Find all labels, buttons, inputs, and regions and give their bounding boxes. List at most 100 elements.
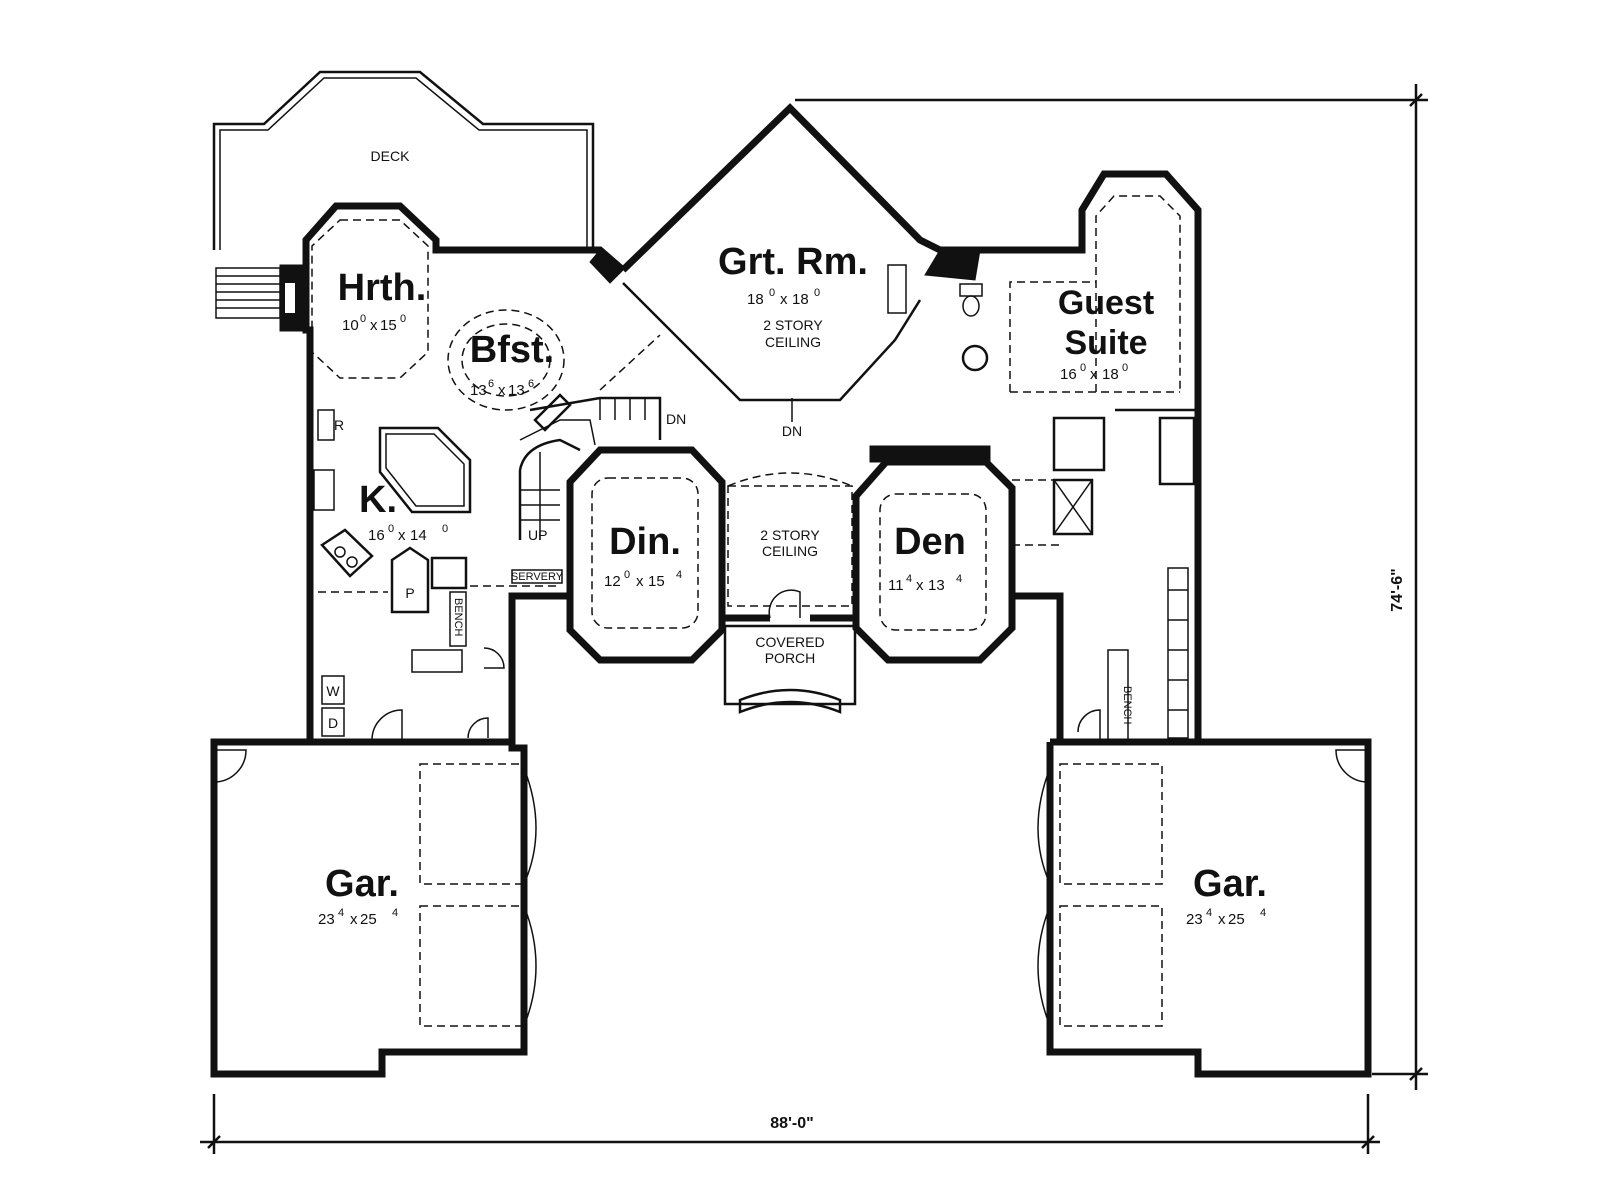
guest-suite: Guest Suite 16 0 x 18 0	[959, 195, 1181, 393]
refrigerator-label: R	[334, 417, 344, 433]
great-room-note-1: 2 STORY	[763, 317, 823, 333]
great-room-note-2: CEILING	[765, 334, 821, 350]
great-room: Grt. Rm. 18 0 x 18 0 2 STORY CEILING DN	[599, 241, 922, 439]
foyer: 2 STORY CEILING	[727, 472, 853, 619]
dining-dimensions: 12 0 x 15 4	[604, 569, 682, 590]
svg-text:23: 23	[1186, 911, 1203, 928]
kitchen-dimensions: 16 0 x 14 0	[368, 523, 448, 544]
den-dimensions: 11 4 x 13 4	[888, 573, 962, 594]
svg-text:12: 12	[604, 573, 621, 590]
svg-text:13: 13	[470, 382, 487, 399]
great-room-dimensions: 18 0 x 18 0	[747, 287, 820, 308]
den: Den 11 4 x 13 4	[852, 445, 1016, 664]
cooktop-icon	[320, 528, 374, 578]
breakfast-name: Bfst.	[470, 329, 554, 371]
svg-text:10: 10	[342, 317, 359, 334]
great-room-name: Grt. Rm.	[718, 241, 868, 283]
svg-text:x: x	[498, 382, 506, 399]
dryer-label: D	[328, 715, 338, 731]
garage-right: Gar. 23 4 x 25 4	[1037, 709, 1372, 1078]
dining-room: Din. 12 0 x 15 4	[566, 446, 726, 664]
overall-width-label: 88'-0"	[770, 1115, 813, 1132]
svg-text:0: 0	[769, 287, 775, 299]
hearth-name: Hrth.	[338, 267, 427, 309]
deck-label: DECK	[371, 148, 411, 164]
svg-text:0: 0	[624, 569, 630, 581]
svg-text:25: 25	[360, 911, 377, 928]
svg-text:4: 4	[1260, 907, 1266, 919]
svg-text:23: 23	[318, 911, 335, 928]
svg-text:11: 11	[888, 577, 904, 594]
stair-up-label: UP	[528, 527, 547, 543]
svg-text:x: x	[1090, 366, 1098, 383]
stair-down-label: DN	[666, 411, 686, 427]
svg-text:4: 4	[338, 907, 344, 919]
deck-stairs	[215, 267, 281, 319]
garage-right-name: Gar.	[1193, 863, 1267, 905]
svg-text:6: 6	[488, 378, 494, 390]
svg-text:0: 0	[1080, 362, 1086, 374]
deck: DECK	[212, 70, 595, 319]
svg-text:0: 0	[360, 313, 366, 325]
svg-text:16: 16	[368, 527, 385, 544]
pantry: P	[390, 546, 430, 614]
svg-text:14: 14	[410, 527, 427, 544]
garage-left: Gar. 23 4 x 25 4	[210, 738, 537, 1078]
great-room-down-label: DN	[782, 423, 802, 439]
bench-left-label: BENCH	[452, 598, 464, 637]
svg-text:6: 6	[528, 378, 534, 390]
svg-text:0: 0	[388, 523, 394, 535]
foyer-note-2: CEILING	[762, 543, 818, 559]
garage-left-name: Gar.	[325, 863, 399, 905]
hearth-room: Hrth. 10 0 x 15 0	[311, 219, 429, 379]
hearth-dimensions: 10 0 x 15 0	[342, 313, 406, 334]
kitchen-name: K.	[359, 479, 397, 521]
svg-text:x: x	[350, 911, 358, 928]
svg-text:0: 0	[400, 313, 406, 325]
svg-text:0: 0	[442, 523, 448, 535]
svg-text:18: 18	[747, 291, 764, 308]
toilet-icon	[959, 283, 983, 317]
svg-text:x: x	[780, 291, 788, 308]
foyer-note-1: 2 STORY	[760, 527, 820, 543]
svg-text:16: 16	[1060, 366, 1077, 383]
overall-width-dimension: 88'-0"	[200, 1094, 1380, 1154]
svg-text:18: 18	[1102, 366, 1119, 383]
exterior-walls	[279, 103, 1202, 742]
porch-label-1: COVERED	[755, 634, 824, 650]
svg-text:4: 4	[906, 573, 912, 585]
breakfast-nook: Bfst. 13 6 x 13 6	[447, 309, 572, 432]
svg-text:0: 0	[1122, 362, 1128, 374]
svg-text:4: 4	[956, 573, 962, 585]
svg-text:25: 25	[1228, 911, 1245, 928]
overall-depth-dimension: 74'-6"	[795, 84, 1428, 1090]
main-stairs: DN UP SERVERY	[511, 396, 686, 584]
porch-label-2: PORCH	[765, 650, 816, 666]
pantry-label: P	[405, 585, 414, 601]
svg-text:4: 4	[676, 569, 682, 581]
svg-text:x: x	[398, 527, 406, 544]
svg-text:15: 15	[648, 573, 665, 590]
svg-text:x: x	[916, 577, 924, 594]
svg-text:15: 15	[380, 317, 397, 334]
kitchen: R K. 16 0 x 14 0 P	[313, 409, 560, 614]
covered-porch: COVERED PORCH	[723, 624, 857, 714]
svg-text:18: 18	[792, 291, 809, 308]
garage-right-dimensions: 23 4 x 25 4	[1186, 907, 1266, 928]
washer-label: W	[326, 683, 340, 699]
svg-text:4: 4	[1206, 907, 1212, 919]
interior-walls: BENCH W D BENCH	[321, 408, 1198, 742]
dining-name: Din.	[609, 521, 681, 563]
svg-text:4: 4	[392, 907, 398, 919]
breakfast-dimensions: 13 6 x 13 6	[470, 378, 534, 399]
svg-text:x: x	[1218, 911, 1226, 928]
svg-text:13: 13	[928, 577, 945, 594]
svg-text:13: 13	[508, 382, 525, 399]
servery-label: SERVERY	[511, 571, 564, 583]
guest-suite-name-2: Suite	[1064, 324, 1147, 362]
svg-text:x: x	[370, 317, 378, 334]
svg-text:x: x	[636, 573, 644, 590]
overall-depth-label: 74'-6"	[1389, 568, 1406, 611]
guest-suite-dimensions: 16 0 x 18 0	[1060, 362, 1128, 383]
